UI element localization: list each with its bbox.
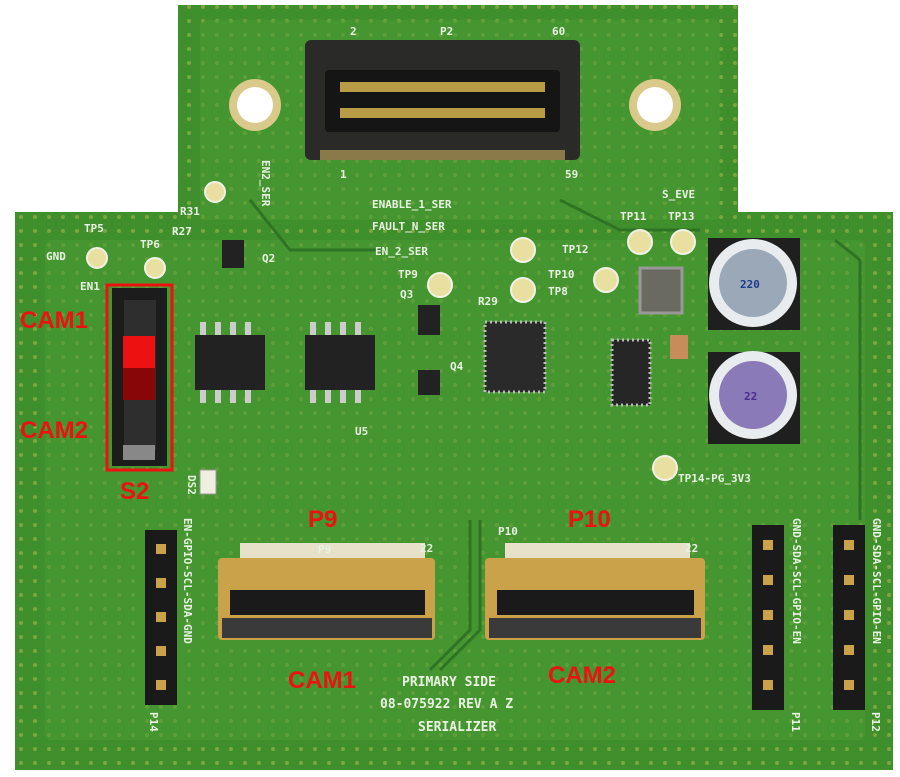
q4-label: Q4 — [450, 360, 464, 373]
cam1-switch-annotation: CAM1 — [20, 307, 88, 334]
led-ds2 — [199, 469, 217, 495]
pin-label: 60 — [552, 25, 565, 38]
q2-label: Q2 — [262, 252, 275, 265]
q3-label: Q3 — [400, 288, 413, 301]
left-header-label: EN-GPIO-SCL-SDA-GND — [181, 518, 194, 644]
pin-label: 59 — [565, 168, 578, 181]
p14-label: P14 — [147, 712, 160, 732]
part-number-label: 08-075922 REV A Z — [380, 697, 513, 712]
tp5-label: TP5 — [84, 222, 104, 235]
tp9-label: TP9 — [398, 268, 418, 281]
right-header-1-label: GND-SDA-SCL-GPIO-EN — [790, 518, 803, 644]
test-points — [86, 181, 696, 481]
r31-label: R31 — [180, 205, 200, 218]
header-p12[interactable] — [833, 525, 865, 710]
tp11-label: TP11 — [620, 210, 647, 223]
tp14-label: TP14-PG_3V3 — [678, 472, 751, 485]
p10-silk: P10 — [498, 525, 518, 538]
en1-label: EN1 — [80, 280, 100, 293]
p9-silk: P9 — [318, 543, 331, 556]
p9-annotation: P9 — [308, 506, 337, 533]
ic-u4 — [195, 322, 265, 403]
serializer-label: SERIALIZER — [418, 720, 496, 735]
gnd-label: GND — [46, 250, 66, 263]
right-header-2-label: GND-SDA-SCL-GPIO-EN — [870, 518, 883, 644]
tp10-label: TP10 — [548, 268, 575, 281]
p12-label: P12 — [869, 712, 882, 732]
enable-label: ENABLE_1_SER — [372, 198, 452, 211]
pin-label: 22 — [420, 542, 433, 555]
header-p11[interactable] — [752, 525, 784, 710]
ic-regulator — [610, 338, 652, 407]
s2-annotation: S2 — [120, 478, 149, 505]
cam2-connector-annotation: CAM2 — [548, 662, 616, 689]
fault-label: FAULT_N_SER — [372, 220, 445, 233]
ic-serializer — [483, 320, 547, 394]
en2-label: EN_2_SER — [375, 245, 428, 258]
transistor-q3 — [418, 305, 440, 335]
traces — [248, 198, 862, 672]
tp12-label: TP12 — [562, 243, 589, 256]
pin-label: 22 — [685, 542, 698, 555]
cam1-connector-annotation: CAM1 — [288, 667, 356, 694]
pin-label: 2 — [350, 25, 357, 38]
u5-label: U5 — [355, 425, 368, 438]
ds2-label: DS2 — [185, 475, 198, 495]
capacitor-c16: 220 — [708, 238, 800, 330]
mounting-hole — [229, 79, 281, 131]
tp8-label: TP8 — [548, 285, 568, 298]
p10-annotation: P10 — [568, 506, 611, 533]
ic-u5 — [305, 322, 375, 403]
header-p14[interactable] — [145, 530, 177, 705]
tp6-label: TP6 — [140, 238, 160, 251]
transistor-q4 — [418, 370, 440, 395]
transistor-q2 — [222, 240, 244, 268]
p11-label: P11 — [789, 712, 802, 732]
switch-s2[interactable] — [112, 288, 167, 466]
en2-vertical-label: EN2_SER — [259, 160, 272, 207]
p2-label: P2 — [440, 25, 453, 38]
capacitor-value: 220 — [740, 278, 760, 291]
switch-highlight-box — [105, 283, 174, 472]
p2-connector — [305, 40, 580, 160]
r29-label: R29 — [478, 295, 498, 308]
capacitor-c4: 22 — [708, 351, 800, 444]
primary-side-label: PRIMARY SIDE — [402, 675, 496, 690]
r27-label: R27 — [172, 225, 192, 238]
inductor — [638, 266, 684, 315]
p10-connector[interactable] — [485, 543, 705, 640]
s-eve-label: S_EVE — [662, 188, 695, 201]
tp13-label: TP13 — [668, 210, 695, 223]
pin-label: 1 — [340, 168, 347, 181]
capacitor-value: 22 — [744, 390, 757, 403]
capacitor-small — [670, 335, 688, 359]
mounting-hole — [629, 79, 681, 131]
cam2-switch-annotation: CAM2 — [20, 417, 88, 444]
p9-connector[interactable] — [218, 543, 435, 640]
